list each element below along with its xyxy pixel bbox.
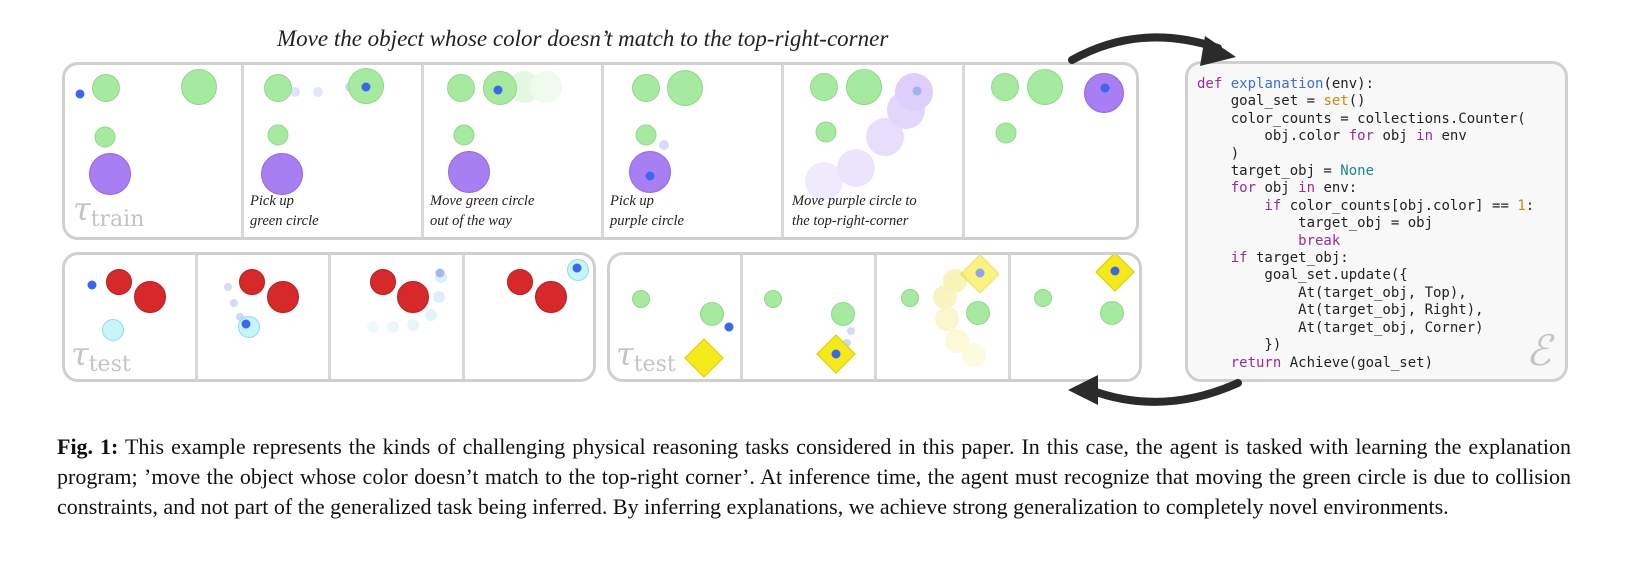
- explanation-code: def explanation(env): goal_set = set() c…: [1197, 76, 1535, 371]
- green-circle: [1100, 301, 1124, 325]
- explanation-code-box: def explanation(env): goal_set = set() c…: [1185, 61, 1568, 382]
- green-circle: [267, 124, 289, 146]
- gripper: [645, 171, 655, 181]
- arrow-top-head: [1200, 36, 1236, 66]
- red-circle: [239, 269, 265, 295]
- green-circle: [810, 73, 838, 101]
- gripper: [1110, 266, 1120, 276]
- green-circle: [966, 301, 990, 325]
- green-circle: [815, 121, 837, 143]
- green-circle: [831, 302, 855, 326]
- green-circle: [94, 126, 116, 148]
- red-circle: [535, 281, 567, 313]
- test1-panel-1: τtest: [65, 255, 195, 379]
- red-circle: [397, 281, 429, 313]
- tau-test-label: τtest: [616, 335, 676, 377]
- green-circle: [991, 73, 1019, 101]
- arrow-top: [1068, 33, 1222, 64]
- test1-panel-3: [331, 255, 462, 379]
- green-circle: [635, 124, 657, 146]
- test1-panel-4: [465, 255, 593, 379]
- test2-panel-4: [1011, 255, 1139, 379]
- red-circle: [134, 281, 166, 313]
- gripper: [572, 263, 582, 273]
- gripper: [831, 349, 841, 359]
- train-panel-6: [965, 65, 1136, 237]
- arrow-bottom-head: [1068, 375, 1098, 405]
- arrow-bottom: [1081, 379, 1242, 406]
- tau-train-label: τtrain: [73, 190, 145, 232]
- gripper: [241, 319, 251, 329]
- train-panel-1: τtrain: [65, 65, 241, 237]
- figure-title: Move the object whose color doesn’t matc…: [277, 26, 889, 51]
- gripper: [975, 268, 985, 278]
- red-circle: [106, 269, 132, 295]
- tau-test-label: τtest: [71, 335, 131, 377]
- green-circle: [995, 122, 1017, 144]
- gripper: [87, 280, 97, 290]
- purple-circle: [629, 151, 671, 193]
- green-circle: [700, 302, 724, 326]
- green-circle: [447, 74, 475, 102]
- green-circle: [632, 74, 660, 102]
- purple-circle: [1084, 73, 1124, 113]
- test-strip-2: τtest: [607, 252, 1142, 382]
- gripper: [912, 86, 922, 96]
- purple-circle: [261, 153, 303, 195]
- explanation-symbol: ℰ: [1525, 326, 1551, 375]
- gripper: [1100, 83, 1110, 93]
- gripper: [493, 85, 503, 95]
- caption-text: This example represents the kinds of cha…: [57, 434, 1571, 519]
- gripper: [435, 268, 445, 278]
- green-circle: [764, 290, 782, 308]
- green-circle: [92, 74, 120, 102]
- green-circle: [1027, 69, 1063, 105]
- test2-panel-1: τtest: [610, 255, 740, 379]
- red-circle: [370, 269, 396, 295]
- green-circle: [667, 70, 703, 106]
- red-circle: [507, 269, 533, 295]
- test1-panel-2: [198, 255, 328, 379]
- green-circle: [1034, 289, 1052, 307]
- purple-circle: [89, 153, 131, 195]
- test2-panel-3: [877, 255, 1008, 379]
- green-circle: [453, 124, 475, 146]
- red-circle: [267, 281, 299, 313]
- green-circle: [181, 69, 217, 105]
- green-circle: [632, 290, 650, 308]
- green-circle: [264, 74, 292, 102]
- test2-panel-2: [743, 255, 874, 379]
- figure-caption: Fig. 1: This example represents the kind…: [57, 432, 1571, 522]
- gripper: [361, 82, 371, 92]
- cyan-circle: [102, 319, 124, 341]
- gripper: [724, 322, 734, 332]
- green-circle: [846, 69, 882, 105]
- caption-label: Fig. 1:: [57, 434, 119, 459]
- green-circle: [901, 289, 919, 307]
- test-strip-1: τtest: [62, 252, 596, 382]
- gripper: [75, 89, 85, 99]
- purple-circle: [448, 151, 490, 193]
